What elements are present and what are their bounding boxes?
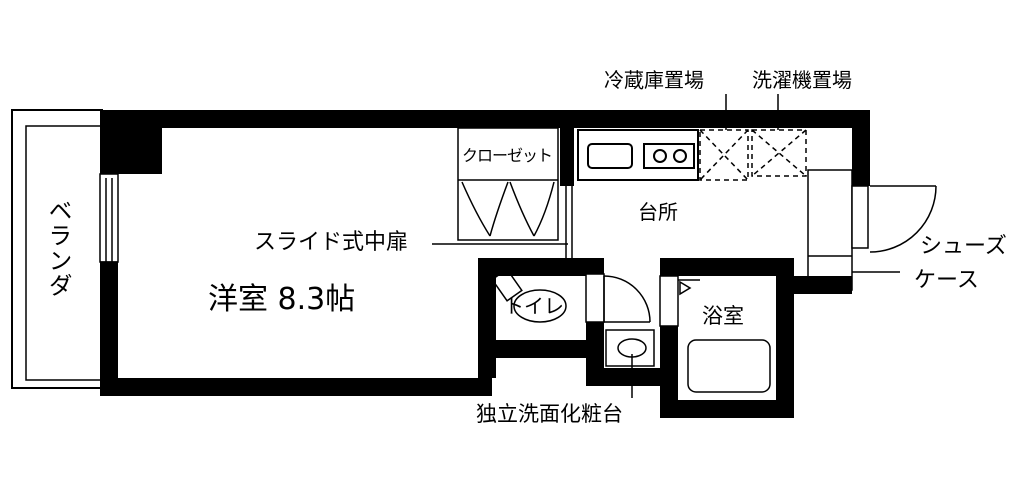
veranda-window [99,173,119,350]
kitchen-label: 台所 [638,200,678,224]
sliding-door [432,186,573,258]
bathroom-fixtures [659,275,771,393]
toilet-label: トイレ [504,294,564,318]
closet [457,127,559,241]
bathroom-label: 浴室 [702,304,744,328]
veranda-label: ベランダ [44,198,72,298]
vanity-label: 独立洗面化粧台 [476,402,623,426]
appliance-spaces [699,129,807,181]
outer-walls [100,110,870,396]
toilet-fixture [491,268,567,323]
sliding-door-label: スライド式中扉 [254,230,409,255]
washer-space-label: 洗濯機置場 [752,68,852,92]
fridge-space-label: 冷蔵庫置場 [604,68,704,92]
callout-lines [725,94,779,130]
vanity-sink [605,329,655,398]
kitchen-counter [577,129,699,181]
closet-label: クローゼット [462,146,553,165]
wet-area-walls [478,258,794,418]
shoe-case-label-line2: ケース [914,268,979,293]
veranda [11,109,103,389]
shoe-case [807,169,937,291]
shoe-case-label-line1: シューズ [920,234,1007,259]
toilet-door [585,273,651,323]
western-room-label: 洋室 8.3帖 [208,282,356,317]
